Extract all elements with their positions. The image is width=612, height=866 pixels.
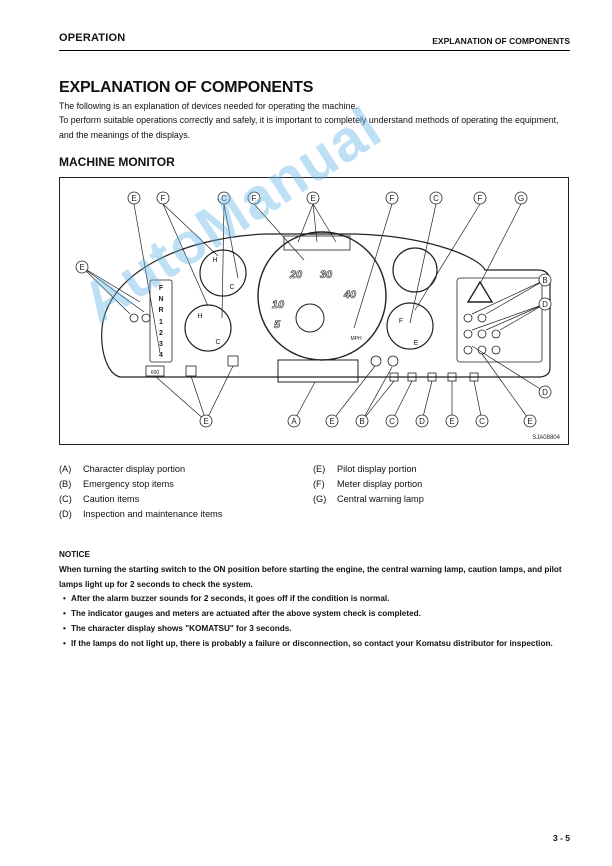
callout-right-3: D	[542, 388, 548, 397]
leader-lines	[81, 203, 546, 422]
callout-bottom-3: E	[329, 417, 334, 426]
notice-list: After the alarm buzzer sounds for 2 seco…	[59, 592, 579, 651]
torque-gauge	[184, 304, 232, 352]
legend-key: (F)	[313, 479, 325, 489]
notice-item: The character display shows "KOMATSU" fo…	[59, 622, 579, 637]
section-title: MACHINE MONITOR	[59, 155, 175, 169]
torque-hot: H	[197, 313, 202, 320]
callout-bottom-9: E	[527, 417, 532, 426]
character-display	[277, 359, 359, 383]
notice-block: NOTICE When turning the starting switch …	[59, 548, 579, 652]
notice-body: When turning the starting switch to the …	[59, 564, 562, 589]
page-header-section: OPERATION	[59, 32, 126, 44]
speedo-20: 20	[289, 269, 303, 281]
callout-top-3: C	[221, 194, 227, 203]
coolant-cold: C	[229, 284, 234, 291]
callout-top-4: F	[252, 194, 257, 203]
speedo-30: 30	[320, 269, 333, 281]
callout-left: E	[79, 263, 84, 272]
callout-top-6: F	[390, 194, 395, 203]
legend-key: (B)	[59, 479, 72, 489]
callout-top-8: F	[478, 194, 483, 203]
warning-triangle-icon	[466, 280, 494, 303]
speedo-40: 40	[343, 289, 357, 301]
shift-4: 4	[159, 352, 163, 359]
callout-top-1: E	[131, 194, 136, 203]
callout-bottom-8: C	[479, 417, 485, 426]
legend-item-a: (A) Character display portion	[59, 464, 185, 474]
speedo-10: 10	[272, 299, 285, 311]
shift-indicator: F N R 1 2 3 4	[158, 285, 163, 359]
shift-f: F	[159, 285, 164, 292]
notice-item: After the alarm buzzer sounds for 2 seco…	[59, 592, 579, 607]
shift-n: N	[158, 296, 163, 303]
turn-signal-box	[283, 235, 351, 251]
callout-top-5: E	[310, 194, 315, 203]
shift-2: 2	[159, 330, 163, 337]
intro-text: The following is an explanation of devic…	[59, 99, 574, 142]
tacho-blank	[392, 247, 438, 293]
legend-item-e: (E) Pilot display portion	[313, 464, 417, 474]
legend-key: (E)	[313, 464, 326, 474]
fuel-gauge	[386, 302, 434, 350]
legend-item-d: (D) Inspection and maintenance items	[59, 509, 222, 519]
legend-text: Emergency stop items	[83, 479, 174, 489]
legend-text: Pilot display portion	[337, 464, 417, 474]
page-header-chapter: EXPLANATION OF COMPONENTS	[432, 36, 570, 46]
callout-top-9: G	[518, 194, 524, 203]
callout-right-1: B	[542, 276, 547, 285]
legend-item-g: (G) Central warning lamp	[313, 494, 424, 504]
callout-bottom-4: B	[359, 417, 364, 426]
intro-line-2: To perform suitable operations correctly…	[59, 115, 559, 140]
legend-key: (A)	[59, 464, 72, 474]
shift-1: 1	[159, 319, 163, 326]
speedometer-hub	[295, 303, 325, 333]
callout-bottom-2: A	[291, 417, 297, 426]
figure-code: SJA08804	[532, 435, 560, 441]
machine-monitor-figure: E F C F E F C F G E B D D E A E B C D E …	[59, 177, 569, 445]
page-title: EXPLANATION OF COMPONENTS	[59, 79, 314, 96]
callout-bottom-6: D	[419, 417, 425, 426]
callout-right-2: D	[542, 300, 548, 309]
torque-cold: C	[215, 339, 220, 346]
callout-top-2: F	[161, 194, 166, 203]
legend-key: (D)	[59, 509, 72, 519]
callout-bottom-7: E	[449, 417, 454, 426]
callout-top-7: C	[433, 194, 439, 203]
legend-key: (G)	[313, 494, 327, 504]
notice-item: The indicator gauges and meters are actu…	[59, 607, 579, 622]
legend-key: (C)	[59, 494, 72, 504]
gauge-markings: H C H C F E	[197, 257, 418, 347]
speedometer	[257, 231, 387, 361]
legend-text: Character display portion	[83, 464, 186, 474]
notice-item: If the lamps do not light up, there is p…	[59, 637, 579, 652]
legend-text: Caution items	[83, 494, 140, 504]
legend-text: Meter display portion	[337, 479, 423, 489]
hour-meter-label: 600	[151, 370, 160, 376]
caution-panel	[456, 277, 543, 363]
fuel-full: F	[399, 318, 403, 325]
legend-item-b: (B) Emergency stop items	[59, 479, 174, 489]
shift-r: R	[158, 307, 163, 314]
speedo-5: 5	[274, 319, 281, 331]
speedometer-scale: 5 10 20 30 40	[272, 269, 358, 332]
legend-item-f: (F) Meter display portion	[313, 479, 422, 489]
page-number: 3 - 5	[552, 833, 570, 843]
callout-circles	[75, 191, 552, 428]
speedo-unit: MPH	[350, 336, 362, 342]
intro-line-1: The following is an explanation of devic…	[59, 101, 358, 111]
shift-3: 3	[159, 341, 163, 348]
callout-bottom-5: C	[389, 417, 395, 426]
notice-title: NOTICE	[59, 550, 90, 559]
callout-labels: E F C F E F C F G E B D D E A E B C D E …	[79, 194, 548, 426]
fuel-empty: E	[414, 340, 419, 347]
monitor-diagram: E F C F E F C F G E B D D E A E B C D E …	[75, 191, 561, 441]
header-rule	[59, 50, 570, 51]
legend-item-c: (C) Caution items	[59, 494, 139, 504]
legend-text: Central warning lamp	[337, 494, 424, 504]
callout-bottom-1: E	[203, 417, 208, 426]
legend-text: Inspection and maintenance items	[83, 509, 223, 519]
shift-panel	[149, 279, 173, 363]
coolant-hot: H	[212, 257, 217, 264]
